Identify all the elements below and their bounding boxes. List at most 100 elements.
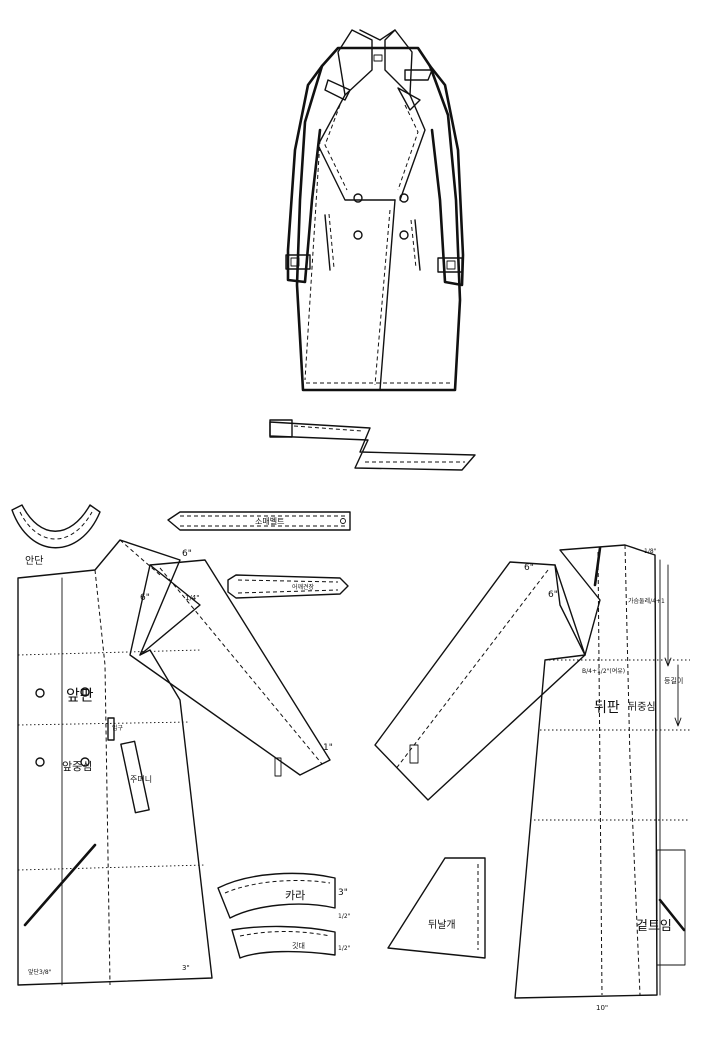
coat-epaulette-left <box>324 79 351 101</box>
back-length-arrow <box>674 664 682 727</box>
front-sleeve-measure-1: 1" <box>323 743 333 753</box>
front-waist-guide <box>17 721 191 726</box>
front-sleeve-measure-6a: 6" <box>182 549 192 559</box>
front-hem-slash <box>23 843 97 927</box>
front-button-mark <box>80 757 90 767</box>
coat-button <box>399 193 409 203</box>
coat-front-stitch <box>374 209 391 386</box>
front-label: 앞판 <box>66 686 94 704</box>
epaulette-stitch <box>237 579 339 594</box>
front-bodice-piece: 앞판 앞중심 입구 주머니 앞단3/8" 3" <box>17 539 213 986</box>
front-button-mark <box>80 687 90 697</box>
front-bodice-outline <box>17 539 213 986</box>
coat-pocket-right-stitch <box>410 219 417 269</box>
collar-stand-stitch <box>239 931 331 937</box>
back-princess-line <box>597 551 603 996</box>
belt-illustration <box>269 419 476 471</box>
front-welt-mark <box>107 717 115 741</box>
front-pocket-flap <box>120 740 150 814</box>
back-length-arrow <box>664 564 672 667</box>
epaulette-label: 어깨견장 <box>292 583 315 591</box>
coat-collar-tab <box>373 54 383 62</box>
collar-measure-half-b: 1/2" <box>338 945 351 952</box>
back-vent-extension <box>656 849 686 966</box>
sleeve-strap-hole <box>340 518 346 524</box>
coat-button <box>353 193 363 203</box>
coat-pocket-right <box>414 219 421 271</box>
back-length-label: 등길이 <box>664 676 683 685</box>
back-princess-label: 뒤중심 <box>628 701 656 713</box>
coat-lapel-left <box>317 94 396 201</box>
front-shoulder-guide <box>119 539 161 576</box>
front-hip-guide <box>17 864 206 871</box>
coat-lapel-left-stitch <box>324 104 348 191</box>
back-center-line <box>624 544 641 996</box>
coat-storm-flap <box>397 87 421 111</box>
collar-outline <box>217 872 336 919</box>
coat-pocket-left-stitch <box>328 213 335 269</box>
front-sleeve-center-line <box>159 567 323 765</box>
coat-side-seam-stitch <box>304 139 321 381</box>
coat-collar-left <box>337 29 373 96</box>
sleeve-strap-label: 소매벨트 <box>255 516 284 526</box>
front-hem-measure: 3" <box>182 964 190 972</box>
back-bodice-piece: 1/8" 가슴둘레/4+1 B/4+1/2"(여유) 등길이 뒤판 뒤중심 겉트… <box>514 544 690 1012</box>
coat-collar-right <box>384 29 413 96</box>
collar-stitch <box>224 880 331 894</box>
front-sleeve-measure-quarter: 1/4" <box>185 594 200 602</box>
epaulette-piece: 어깨견장 <box>227 574 349 599</box>
collar-stand-label: 깃대 <box>292 941 305 950</box>
back-measure-one-eighth: 1/8" <box>644 548 657 555</box>
coat-illustration <box>285 29 465 392</box>
epaulette-outline <box>227 574 349 599</box>
coat-cuff-buckle-right <box>446 260 456 270</box>
front-chest-guide <box>17 649 201 656</box>
back-bodice-outline <box>514 544 658 999</box>
back-chest-formula: 가슴둘레/4+1 <box>628 597 665 605</box>
collar-piece: 카라 3" 1/2" 깃대 1/2" <box>217 872 351 959</box>
front-princess-label: 앞중심 <box>62 760 92 773</box>
coat-button <box>353 230 363 240</box>
neck-facing-label: 안단 <box>25 555 43 567</box>
front-princess-line <box>94 569 111 986</box>
coat-front-edge <box>379 199 396 391</box>
back-sleeve-center-line <box>394 569 549 771</box>
belt-stitch <box>293 425 363 432</box>
back-sleeve-piece: 6" 6" <box>374 561 586 801</box>
front-sleeve-strap-mark <box>274 757 282 777</box>
back-yoke-label: 뒤날개 <box>428 919 456 931</box>
belt-buckle <box>269 419 293 438</box>
coat-pocket-left <box>324 214 331 271</box>
back-armhole-formula: B/4+1/2"(여유) <box>582 667 625 675</box>
back-sleeve-outline <box>374 561 586 801</box>
front-welt-label: 입구 <box>112 724 124 732</box>
back-yoke-piece: 뒤날개 <box>387 857 486 959</box>
collar-label: 카라 <box>285 889 305 902</box>
collar-stand-outline <box>231 925 336 959</box>
sleeve-strap-outline <box>167 511 351 531</box>
outer-fold-label: 겉트임 <box>636 919 672 934</box>
front-sleeve-piece: 6" 6" 1/4" 1" <box>129 549 333 777</box>
back-sleeve-measure-6c: 6" <box>524 563 534 573</box>
back-label: 뒤판 <box>594 700 620 716</box>
collar-measure-half-a: 1/2" <box>338 913 351 920</box>
coat-epaulette-right <box>404 69 433 81</box>
front-sleeve-measure-6b: 6" <box>140 593 150 603</box>
coat-cuff-right <box>437 257 463 273</box>
front-button-mark <box>35 688 45 698</box>
coat-left-sleeve <box>286 64 324 284</box>
coat-cuff-left <box>285 254 311 270</box>
back-sleeve-measure-6d: 6" <box>548 590 558 600</box>
front-button-mark <box>35 757 45 767</box>
neck-facing-stitch <box>19 511 93 540</box>
sleeve-strap-piece: 소매벨트 <box>167 511 351 531</box>
coat-button <box>399 230 409 240</box>
front-sleeve-outline <box>129 559 331 776</box>
neck-facing-piece: 안단 <box>11 504 101 567</box>
front-sleeve-dart <box>139 564 201 656</box>
back-vent-slash <box>658 898 686 932</box>
coat-collar-back <box>359 29 396 41</box>
back-hem-measure: 10" <box>596 1004 608 1012</box>
front-hem-formula: 앞단3/8" <box>28 968 52 976</box>
